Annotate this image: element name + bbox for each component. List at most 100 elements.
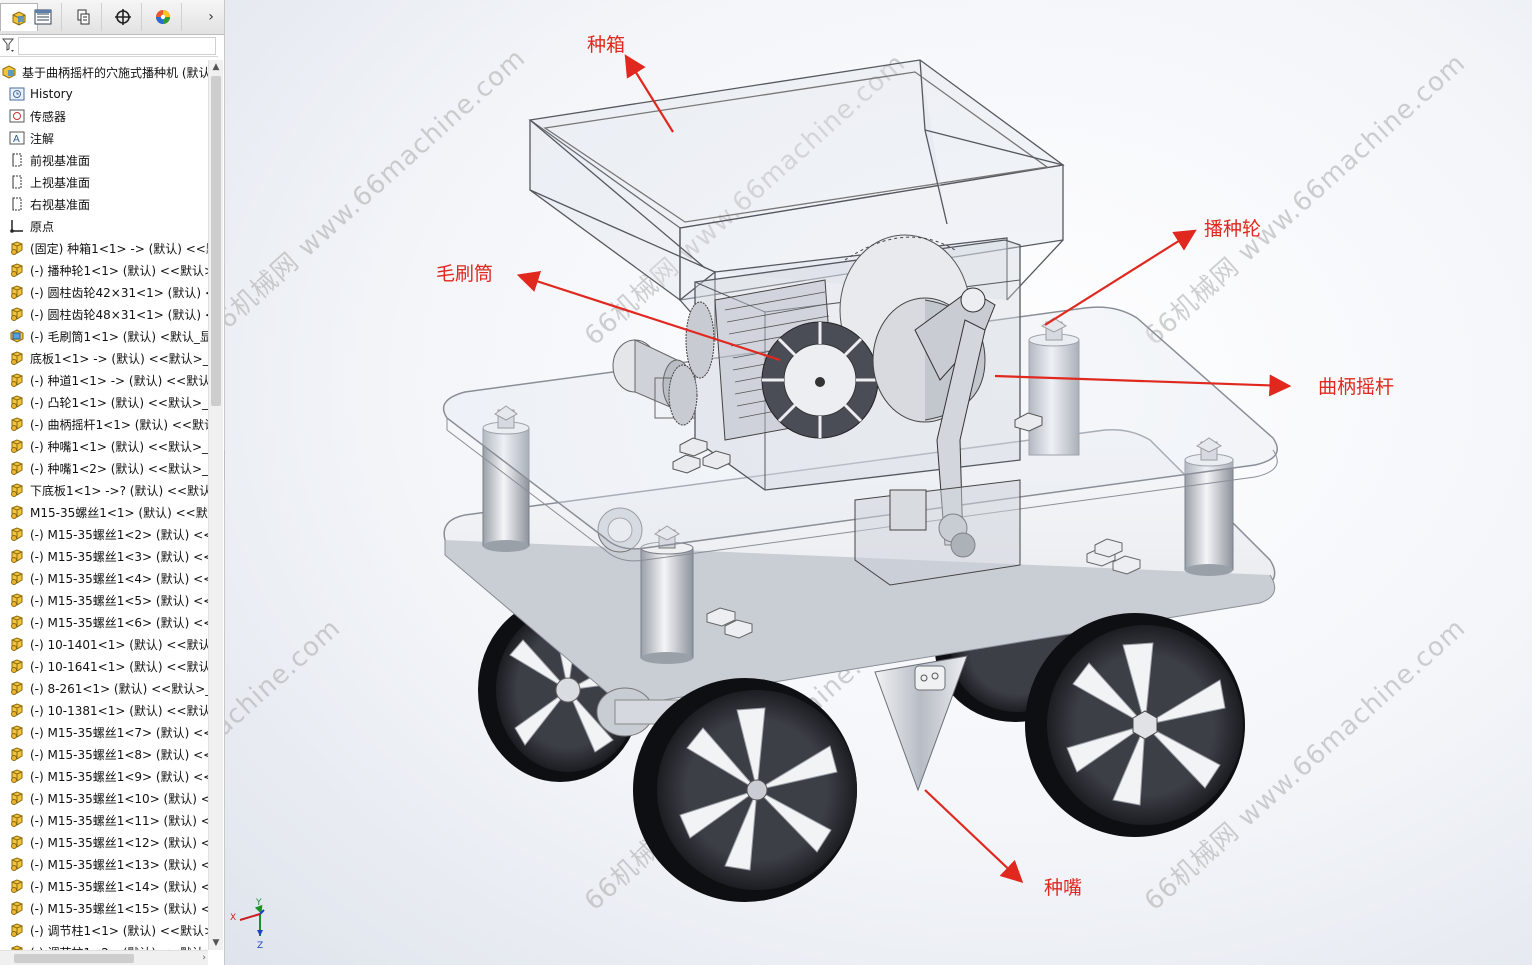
part-icon [8, 481, 26, 499]
tree-item[interactable]: (-) M15-35螺丝1<9> (默认) << [0, 765, 208, 787]
tree-item-label: (-) 圆柱齿轮48×31<1> (默认) < [30, 307, 208, 322]
tree-item-label: 基于曲柄摇杆的穴施式播种机 (默认) [22, 65, 208, 80]
scroll-down-arrow-icon[interactable]: ▼ [212, 938, 220, 948]
tree-item[interactable]: 原点 [0, 215, 208, 237]
part-icon [8, 635, 26, 653]
part-icon [8, 525, 26, 543]
tree-item-label: (-) 种嘴1<1> (默认) <<默认>_显 [30, 439, 208, 454]
color-wheel-icon [155, 10, 170, 24]
tree-item-label: 右视基准面 [30, 197, 91, 212]
tree-item-label: (-) M15-35螺丝1<5> (默认) << [30, 593, 208, 608]
tree-item[interactable]: (-) 播种轮1<1> (默认) <<默认> [0, 259, 208, 281]
tree-item[interactable]: A 注解 [0, 127, 208, 149]
tree-item[interactable]: (-) M15-35螺丝1<10> (默认) < [0, 787, 208, 809]
crosshair-icon [114, 9, 131, 25]
tree-item[interactable]: (-) 凸轮1<1> (默认) <<默认>_显 [0, 391, 208, 413]
tree-item-label: 原点 [30, 219, 55, 234]
crank-rocker [854, 287, 1021, 586]
scroll-thumb[interactable] [14, 954, 134, 963]
tree-item[interactable]: (-) M15-35螺丝1<5> (默认) << [0, 589, 208, 611]
tree-item-label: (-) 播种轮1<1> (默认) <<默认> [30, 263, 208, 278]
more-tabs-button[interactable]: › [208, 9, 214, 25]
tree-item[interactable]: 下底板1<1> ->? (默认) <<默认 [0, 479, 208, 501]
tree-item[interactable]: (-) M15-35螺丝1<2> (默认) << [0, 523, 208, 545]
front-right-wheel [1025, 613, 1245, 837]
tree-item[interactable]: (-) 调节柱1<2> (默认) <<默认>_ [0, 941, 208, 950]
history-icon [8, 85, 26, 103]
part-icon [8, 393, 26, 411]
assembly-icon [12, 10, 26, 26]
tree-item[interactable]: (-) M15-35螺丝1<7> (默认) << [0, 721, 208, 743]
tree-item[interactable]: History [0, 83, 208, 105]
cylindrical-gears [668, 301, 715, 426]
tree-item[interactable]: (-) M15-35螺丝1<12> (默认) < [0, 831, 208, 853]
brush-drum [714, 279, 879, 441]
part-icon [8, 855, 26, 873]
tree-item-label: 注解 [30, 131, 55, 146]
part-icon [8, 437, 26, 455]
tree-item[interactable]: (-) M15-35螺丝1<14> (默认) < [0, 875, 208, 897]
tree-item[interactable]: 底板1<1> -> (默认) <<默认>_显 [0, 347, 208, 369]
tree-item[interactable]: (-) M15-35螺丝1<4> (默认) << [0, 567, 208, 589]
display-manager-tab[interactable] [144, 3, 182, 31]
feature-tree-tab[interactable] [0, 3, 38, 31]
tree-item-label: (-) M15-35螺丝1<15> (默认) < [30, 901, 208, 916]
tree-item-label: 上视基准面 [30, 175, 91, 190]
tree-item[interactable]: (-) 10-1401<1> (默认) <<默认: [0, 633, 208, 655]
configuration-manager-tab[interactable] [64, 3, 102, 31]
svg-text:A: A [13, 134, 20, 145]
tree-item-label: (-) 10-1381<1> (默认) <<默认: [30, 703, 208, 718]
tree-item[interactable]: (-) 圆柱齿轮42×31<1> (默认) < [0, 281, 208, 303]
property-manager-tab[interactable] [24, 3, 62, 31]
seeder-3d-model[interactable] [225, 0, 1532, 965]
tree-item[interactable]: 前视基准面 [0, 149, 208, 171]
tree-item[interactable]: (-) 曲柄摇杆1<1> (默认) <<默认 [0, 413, 208, 435]
tree-item[interactable]: (-) 8-261<1> (默认) <<默认>_显 [0, 677, 208, 699]
tree-vertical-scrollbar[interactable]: ▲ ▼ [208, 60, 223, 950]
filter-icon[interactable] [1, 37, 16, 53]
tree-item-label: (-) M15-35螺丝1<11> (默认) < [30, 813, 208, 828]
tree-item[interactable]: (-) M15-35螺丝1<6> (默认) << [0, 611, 208, 633]
callout-seed-box: 种箱 [587, 34, 626, 56]
tree-item[interactable]: (-) M15-35螺丝1<8> (默认) << [0, 743, 208, 765]
tree-root-item[interactable]: 基于曲柄摇杆的穴施式播种机 (默认) [0, 61, 208, 83]
tree-item[interactable]: (-) 种嘴1<1> (默认) <<默认>_显 [0, 435, 208, 457]
tree-item[interactable]: 传感器 [0, 105, 208, 127]
tree-item[interactable]: (-) M15-35螺丝1<3> (默认) << [0, 545, 208, 567]
tree-item[interactable]: (-) 10-1381<1> (默认) <<默认: [0, 699, 208, 721]
tree-item[interactable]: (-) 10-1641<1> (默认) <<默认: [0, 655, 208, 677]
tree-horizontal-scrollbar[interactable]: › [0, 950, 208, 965]
scroll-thumb[interactable] [211, 76, 221, 406]
filter-input[interactable] [18, 37, 216, 55]
tree-item-label: (-) M15-35螺丝1<2> (默认) << [30, 527, 208, 542]
tree-item[interactable]: 上视基准面 [0, 171, 208, 193]
tree-item-label: (-) M15-35螺丝1<13> (默认) < [30, 857, 208, 872]
seed-nozzle [874, 655, 968, 792]
tree-item[interactable]: (-) M15-35螺丝1<13> (默认) < [0, 853, 208, 875]
scroll-up-arrow-icon[interactable]: ▲ [212, 62, 220, 72]
scroll-right-arrow-icon[interactable]: › [202, 953, 206, 963]
tree-item[interactable]: (-) 圆柱齿轮48×31<1> (默认) < [0, 303, 208, 325]
tree-item[interactable]: (-) 种道1<1> -> (默认) <<默认 [0, 369, 208, 391]
tree-item[interactable]: (-) 毛刷筒1<1> (默认) <默认_显 [0, 325, 208, 347]
tree-item-label: (-) 凸轮1<1> (默认) <<默认>_显 [30, 395, 208, 410]
tree-item[interactable]: (-) 调节柱1<1> (默认) <<默认>_ [0, 919, 208, 941]
tree-item-label: (固定) 种箱1<1> -> (默认) <<默 [30, 241, 208, 256]
tree-item[interactable]: (固定) 种箱1<1> -> (默认) <<默 [0, 237, 208, 259]
plane-icon [8, 195, 26, 213]
part-icon [8, 283, 26, 301]
graphics-viewport[interactable]: 66机械网 www.66machine.com 66机械网 www.66mach… [225, 0, 1532, 965]
part-icon [8, 921, 26, 939]
tree-item[interactable]: (-) M15-35螺丝1<11> (默认) < [0, 809, 208, 831]
tree-item[interactable]: M15-35螺丝1<1> (默认) <<默i [0, 501, 208, 523]
assembly-icon [0, 63, 18, 81]
tree-item-label: (-) 曲柄摇杆1<1> (默认) <<默认 [30, 417, 208, 432]
tree-item[interactable]: (-) M15-35螺丝1<15> (默认) < [0, 897, 208, 919]
tree-item-label: (-) 调节柱1<2> (默认) <<默认>_ [30, 944, 208, 951]
tree-item[interactable]: 右视基准面 [0, 193, 208, 215]
tree-item-label: (-) M15-35螺丝1<9> (默认) << [30, 769, 208, 784]
tree-item[interactable]: (-) 种嘴1<2> (默认) <<默认>_显 [0, 457, 208, 479]
part-icon [8, 877, 26, 895]
dimxpert-tab[interactable] [104, 3, 142, 31]
